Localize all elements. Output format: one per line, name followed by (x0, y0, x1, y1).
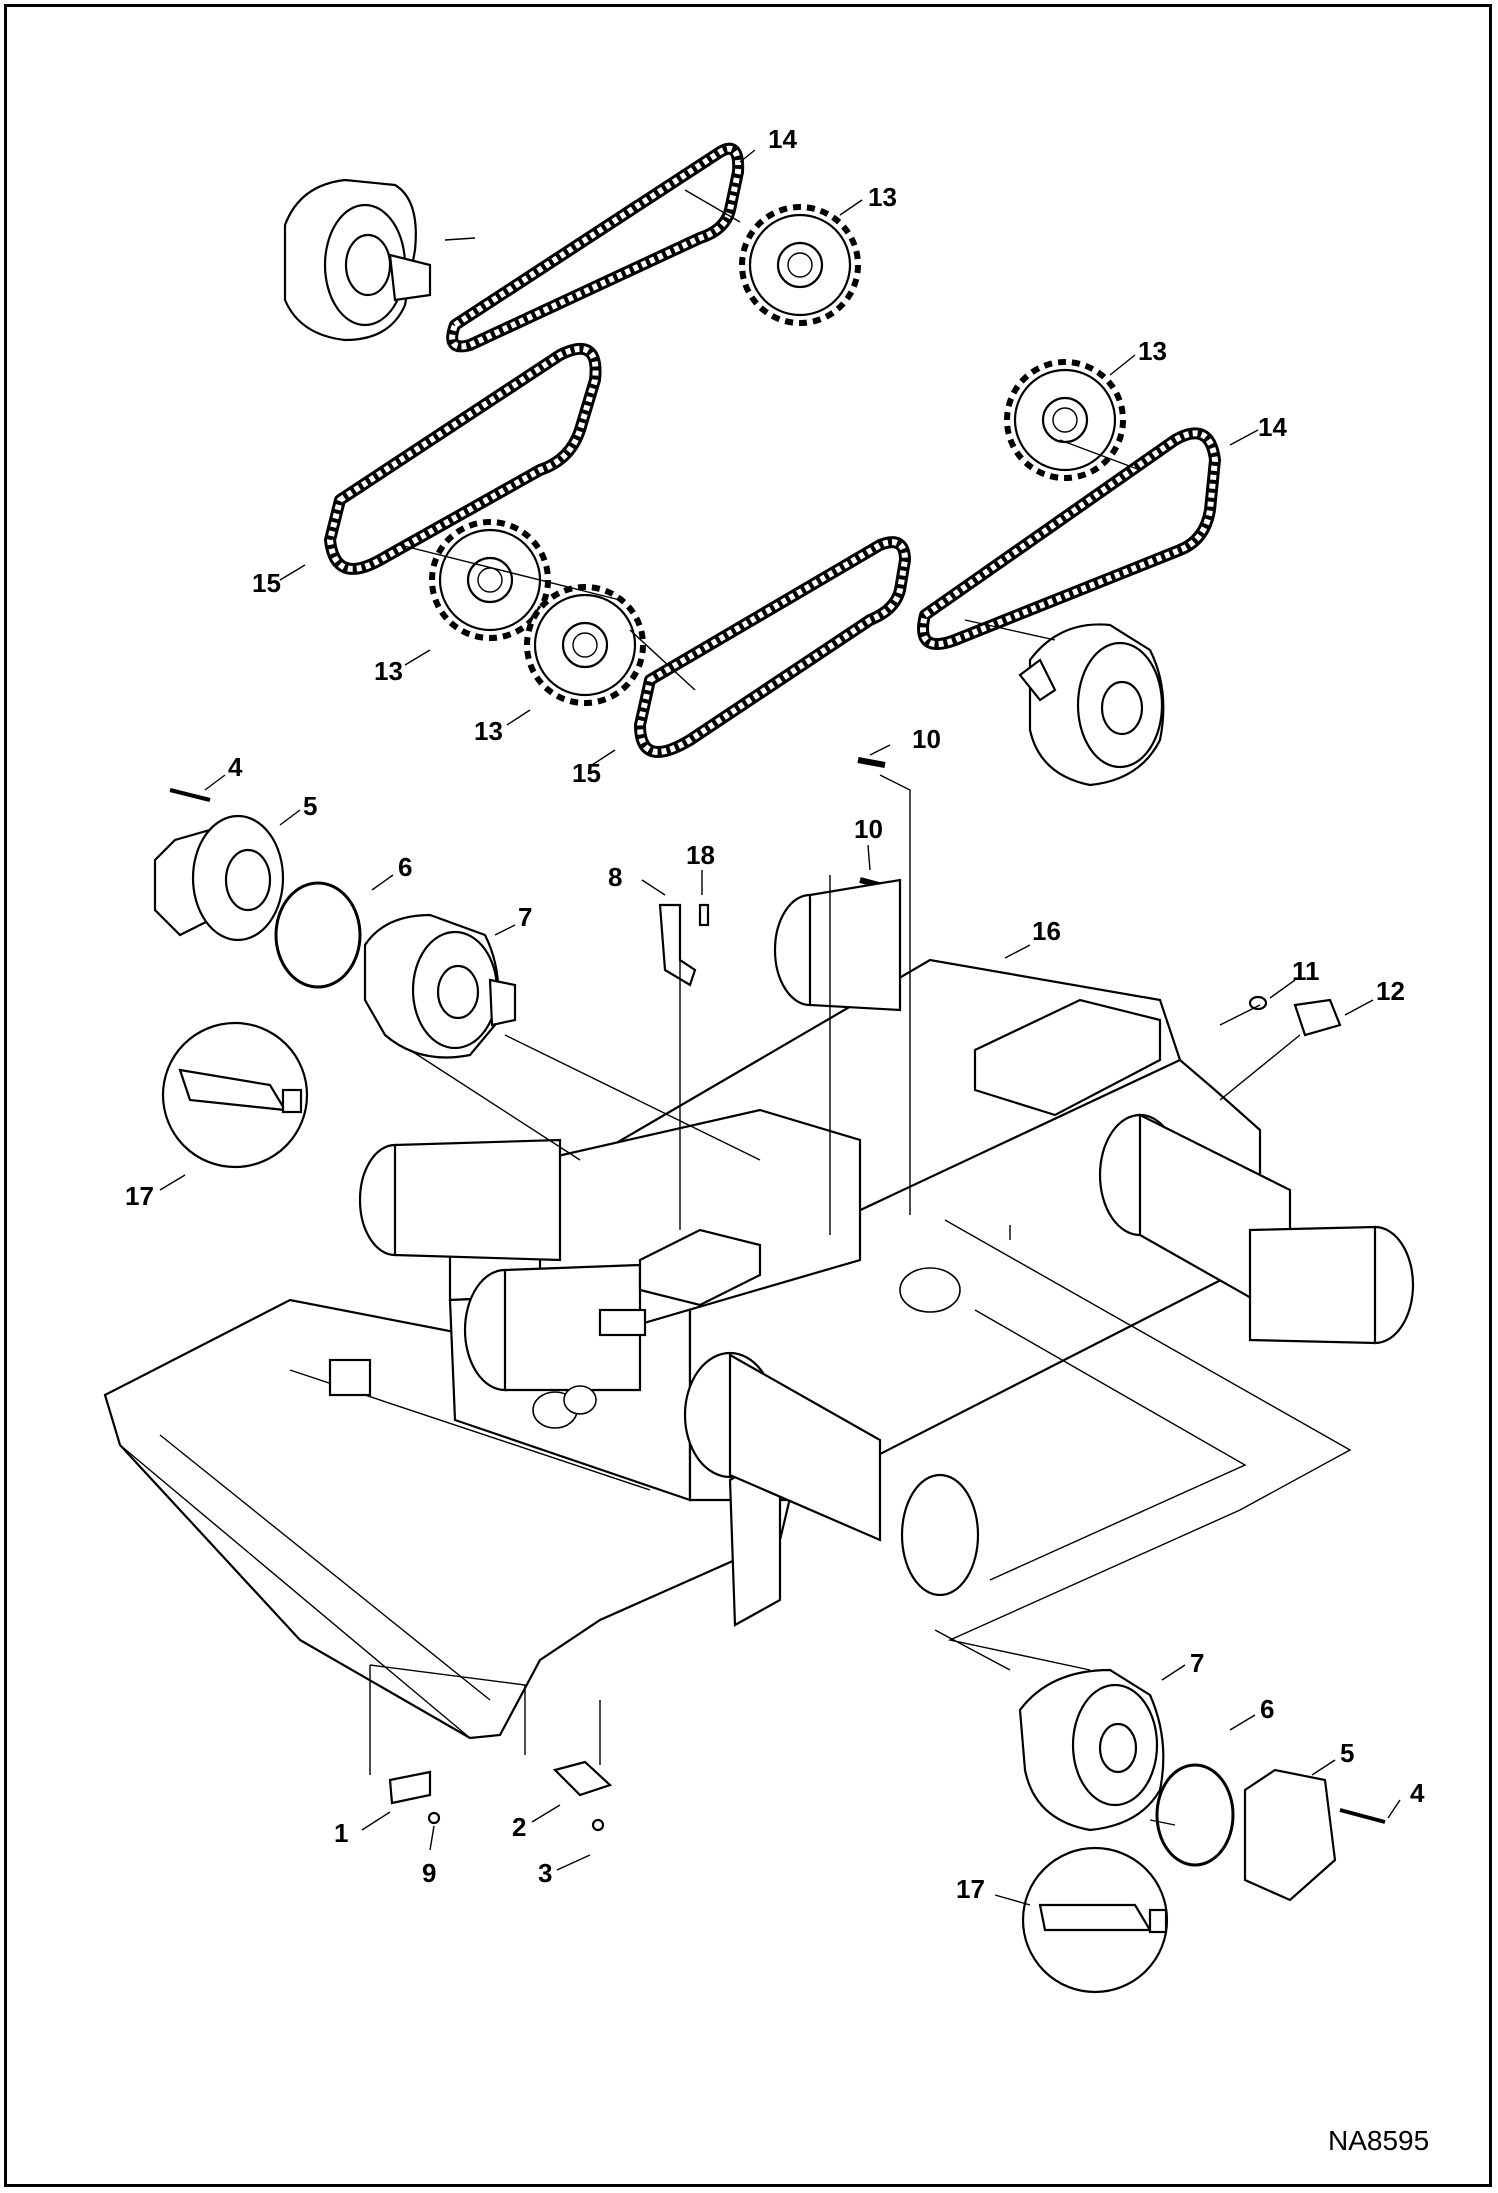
callout-12: 12 (1376, 976, 1405, 1006)
callout-5: 5 (1340, 1738, 1354, 1768)
callout-4: 4 (228, 752, 243, 782)
sprocket-icon (742, 207, 858, 323)
callout-11: 11 (1292, 956, 1320, 986)
bolt-icon (857, 757, 886, 768)
callout-14: 14 (1258, 412, 1287, 442)
callout-13: 13 (1138, 336, 1167, 366)
callout-15: 15 (572, 758, 601, 788)
callout-5: 5 (303, 791, 317, 821)
bolt-icon (169, 788, 211, 802)
bolt-icon (1339, 1808, 1386, 1824)
callout-2: 2 (512, 1812, 526, 1842)
callouts: 14 13 13 14 15 13 13 15 10 4 5 10 6 18 8… (125, 124, 1425, 1904)
grease-tube-icon (1021, 1846, 1169, 1994)
callout-14: 14 (768, 124, 797, 154)
callout-6: 6 (1260, 1694, 1274, 1724)
chain-right-upper (917, 427, 1221, 650)
callout-4: 4 (1410, 1778, 1425, 1808)
callout-13: 13 (474, 716, 503, 746)
bracket-icon (1293, 998, 1342, 1037)
callout-10: 10 (912, 724, 941, 754)
callout-7: 7 (518, 902, 532, 932)
bracket-icon (658, 903, 710, 987)
bracket-icon (552, 1760, 613, 1797)
callout-17: 17 (125, 1181, 154, 1211)
motor-assembly-right (1018, 1668, 1386, 1902)
chain-left-lower (324, 342, 602, 575)
callout-17: 17 (956, 1874, 985, 1904)
chain-left-upper (446, 142, 745, 353)
callout-13: 13 (868, 182, 897, 212)
bracket-icon (388, 1770, 432, 1805)
callout-8: 8 (608, 862, 622, 892)
o-ring-icon (1155, 1763, 1235, 1867)
grease-tube-icon (161, 1021, 309, 1169)
chain-right-lower (634, 536, 911, 758)
callout-10: 10 (854, 814, 883, 844)
callout-16: 16 (1032, 916, 1061, 946)
drive-motor-icon (1018, 623, 1165, 787)
leader-lines (159, 149, 1401, 1906)
sprocket-icon (432, 522, 548, 638)
motor-assembly-left (153, 788, 517, 1059)
callout-1: 1 (334, 1818, 348, 1848)
callout-3: 3 (538, 1858, 552, 1888)
callout-9: 9 (422, 1858, 436, 1888)
callout-13: 13 (374, 656, 403, 686)
callout-7: 7 (1190, 1648, 1204, 1678)
callout-6: 6 (398, 852, 412, 882)
callout-15: 15 (252, 568, 281, 598)
figure-id: NA8595 (1328, 2125, 1429, 2156)
diagram-frame (4, 4, 1492, 2187)
sprocket-icon (1007, 362, 1123, 478)
axle-frame-icon (103, 878, 1415, 1740)
o-ring-icon (274, 881, 362, 989)
callout-18: 18 (686, 840, 715, 870)
drive-motor-icon (283, 178, 432, 342)
sprocket-icon (527, 587, 643, 703)
